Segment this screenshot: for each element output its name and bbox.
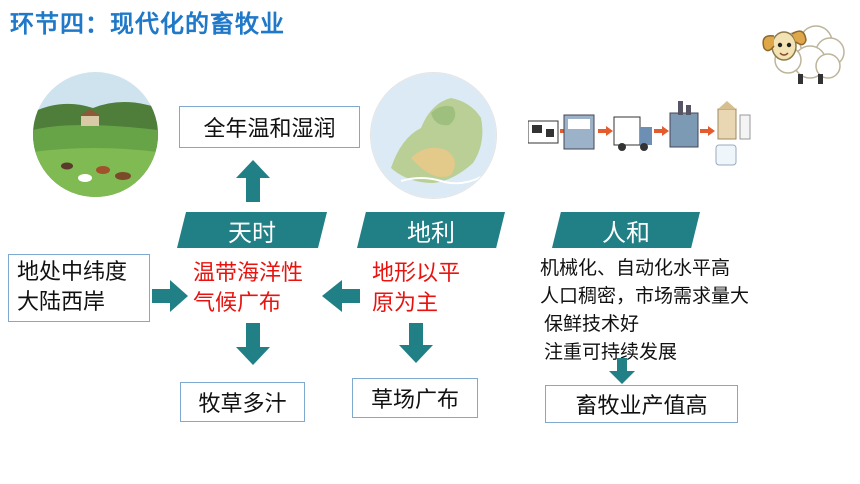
sheep-icon [762,25,845,84]
arrow-down-icon-2 [399,323,433,363]
box-pasture: 牧草多汁 [180,382,305,422]
arrow-up-icon [236,160,270,202]
header-dili: 地利 [357,212,505,248]
header-tianshi: 天时 [177,212,327,248]
renhe-item-3: 保鲜技术好 [544,313,640,335]
dairy-process-illustration [528,101,751,166]
terrain-line-2: 原为主 [372,291,439,316]
terrain-line-1: 地形以平 [372,261,461,286]
location-line-1: 地处中纬度 [17,260,128,285]
climate-text: 温带海洋性 气候广布 [193,259,303,319]
renhe-item-2: 人口稠密，市场需求量大 [540,285,750,307]
europe-map [370,72,497,199]
climate-line-1: 温带海洋性 [193,261,304,286]
box-output: 畜牧业产值高 [545,385,738,423]
renhe-item-1: 机械化、自动化水平高 [540,257,731,279]
climate-line-2: 气候广布 [193,291,282,316]
box-location: 地处中纬度 大陆西岸 [8,254,150,322]
page-title: 环节四：现代化的畜牧业 [10,10,285,38]
box-grassland: 草场广布 [352,378,478,418]
box-mild-humid: 全年温和湿润 [179,106,360,148]
renhe-item-4: 注重可持续发展 [544,341,678,363]
location-line-2: 大陆西岸 [17,290,106,315]
arrow-right-icon [152,280,188,312]
pasture-photo [33,72,158,197]
terrain-text: 地形以平 原为主 [372,259,460,319]
header-renhe: 人和 [552,212,700,248]
arrow-down-icon-3 [609,358,635,384]
arrow-left-icon [322,280,360,312]
renhe-list: 机械化、自动化水平高 人口稠密，市场需求量大 保鲜技术好 注重可持续发展 [540,254,749,366]
arrow-down-icon-1 [236,323,270,365]
